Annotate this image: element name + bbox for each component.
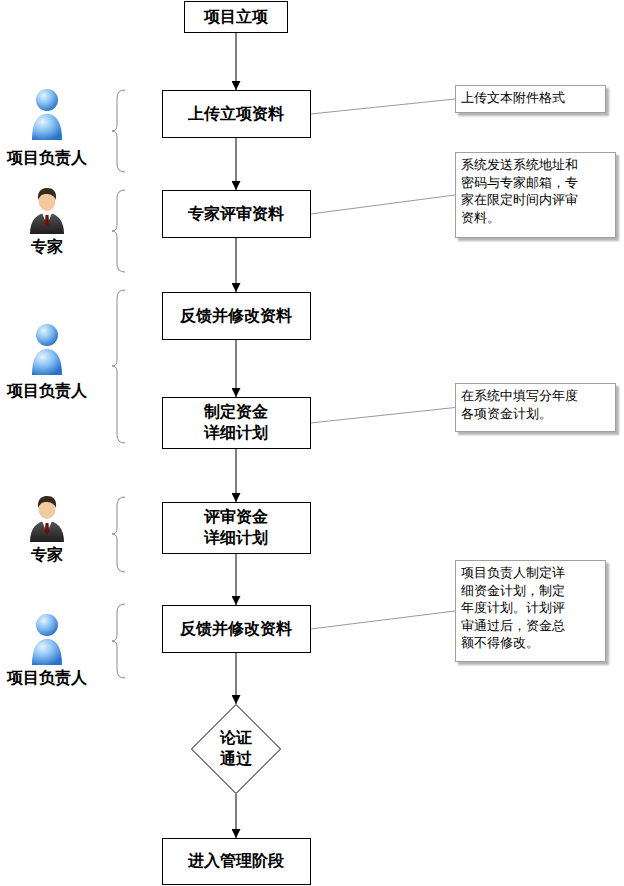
note-callout: 项目负责人制定详 细资金计划，制定 年度计划。计划评 审通过后，资金总 额不得修… (455, 560, 606, 662)
node-text: 反馈并修改资料 (180, 619, 292, 640)
node-text: 在系统中填写分年度 各项资金计划。 (461, 387, 578, 422)
flow-arrow (236, 340, 237, 397)
bracket (112, 604, 125, 678)
flow-arrow (236, 554, 237, 605)
leader-line (311, 99, 456, 114)
role-label: 专家 (0, 545, 97, 564)
node-text: 系统发送系统地址和 密码与专家邮箱，专 家在限定时间内评审 资料。 (461, 156, 578, 226)
node-text: 上传文本附件格式 (461, 89, 565, 107)
role-label: 项目负责人 (0, 148, 97, 167)
node-text: 进入管理阶段 (188, 851, 284, 872)
node-text: 反馈并修改资料 (180, 306, 292, 327)
flow-arrow (236, 238, 237, 292)
bracket (112, 190, 125, 272)
note-callout: 在系统中填写分年度 各项资金计划。 (455, 383, 616, 432)
flow-arrow (236, 794, 237, 838)
process-box: 上传立项资料 (162, 90, 311, 138)
person-icon (32, 324, 62, 375)
process-box: 反馈并修改资料 (162, 605, 311, 653)
bracket (112, 290, 125, 443)
process-box: 专家评审资料 (162, 190, 311, 238)
node-text: 制定资金 详细计划 (204, 402, 268, 444)
bracket (112, 90, 125, 172)
decision-diamond: 论证 通过 (191, 704, 281, 794)
expert-icon (30, 188, 64, 234)
flow-arrow (236, 653, 237, 704)
role-label: 专家 (0, 237, 97, 256)
leader-line (311, 611, 456, 629)
leader-line (311, 195, 456, 214)
person-icon (32, 614, 62, 665)
flow-arrow (236, 449, 237, 502)
process-box: 进入管理阶段 (162, 838, 311, 885)
role-label: 项目负责人 (0, 381, 97, 400)
expert-icon (30, 496, 64, 542)
brackets (112, 90, 125, 678)
person-icon (32, 89, 62, 140)
bracket (112, 497, 125, 572)
process-box: 项目立项 (184, 1, 288, 33)
role-icons (30, 89, 64, 665)
process-box: 评审资金 详细计划 (162, 502, 311, 554)
flow-arrow (236, 33, 237, 90)
node-text: 项目立项 (204, 7, 268, 28)
node-text: 论证 通过 (220, 728, 252, 770)
node-text: 评审资金 详细计划 (204, 507, 268, 549)
leader-line (311, 408, 456, 424)
process-box: 制定资金 详细计划 (162, 397, 311, 449)
note-callout: 系统发送系统地址和 密码与专家邮箱，专 家在限定时间内评审 资料。 (455, 152, 616, 238)
node-text: 上传立项资料 (188, 104, 284, 125)
process-box: 反馈并修改资料 (162, 292, 311, 340)
role-label: 项目负责人 (0, 668, 97, 687)
note-callout: 上传文本附件格式 (455, 85, 606, 113)
node-text: 专家评审资料 (188, 204, 284, 225)
flow-arrow (236, 138, 237, 190)
node-text: 项目负责人制定详 细资金计划，制定 年度计划。计划评 审通过后，资金总 额不得修… (461, 564, 565, 652)
